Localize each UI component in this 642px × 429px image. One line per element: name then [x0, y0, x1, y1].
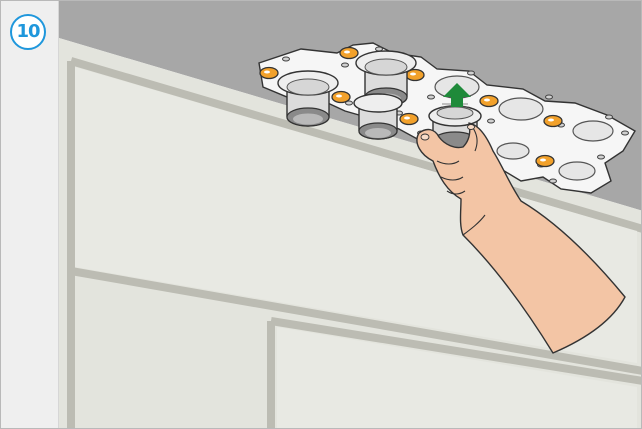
- mount-cylinder-1: [278, 71, 338, 126]
- mount-cylinder-3: [354, 94, 402, 139]
- step-number-column: 10: [1, 1, 59, 429]
- step-number-badge: 10: [10, 14, 46, 50]
